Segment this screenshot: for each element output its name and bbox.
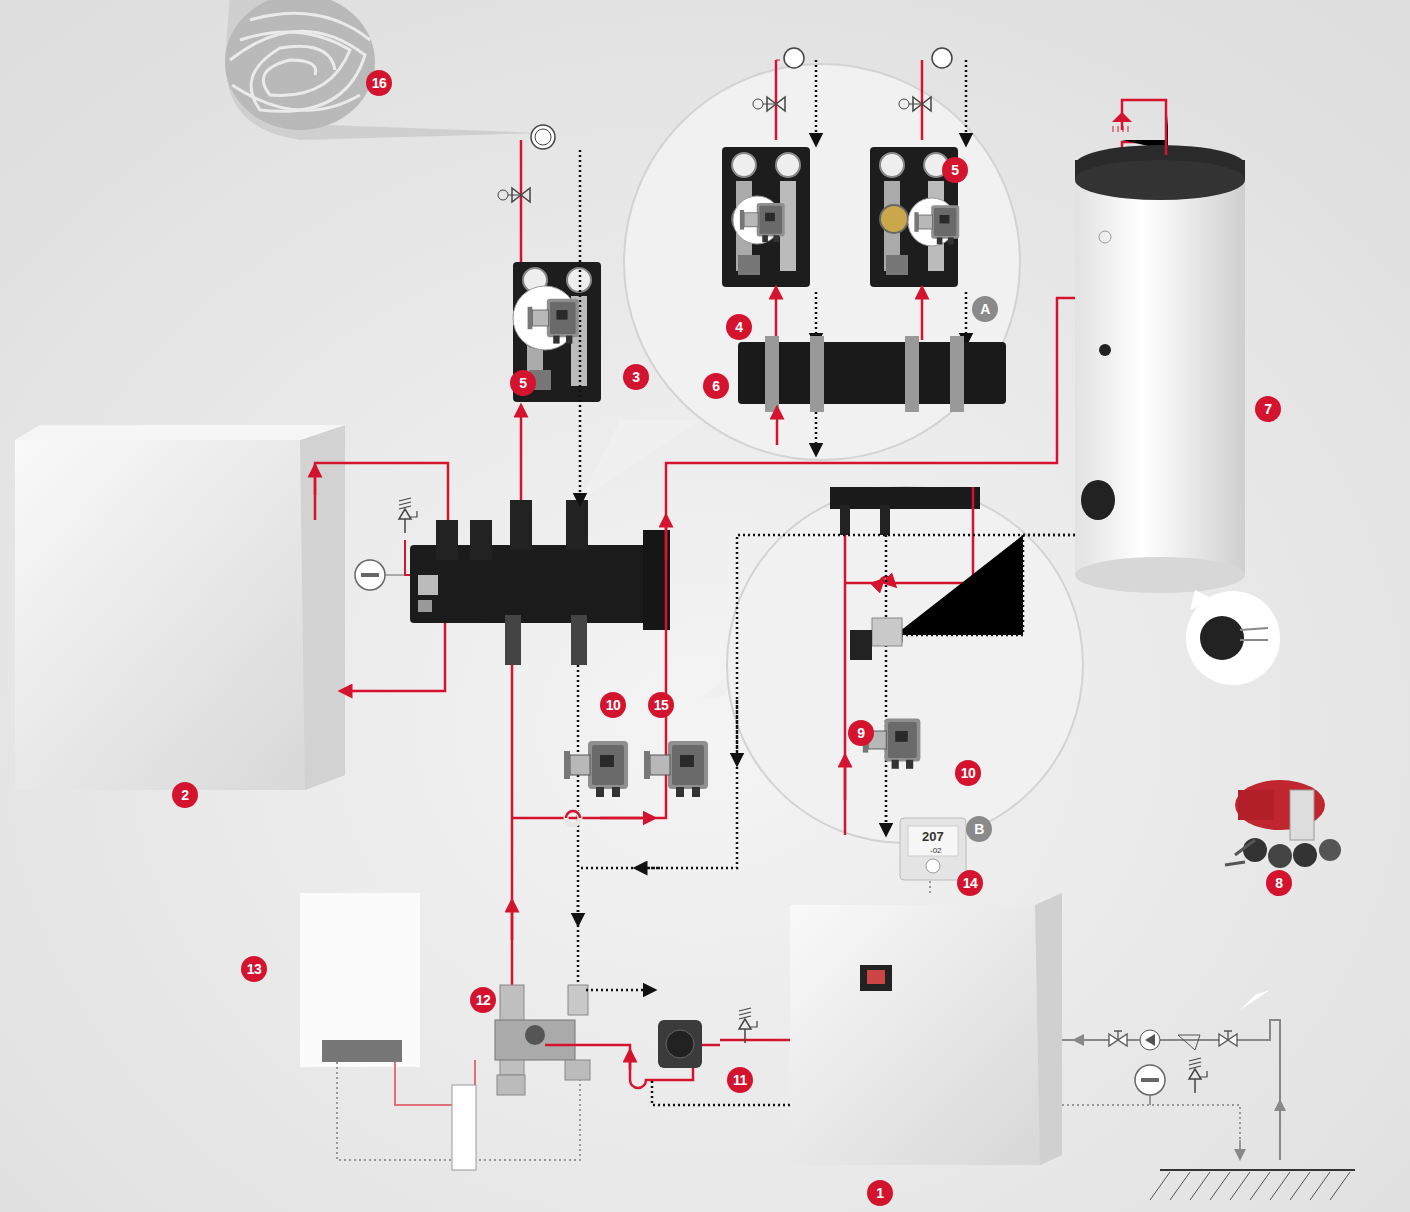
callout-number: 4 <box>726 314 752 340</box>
boiler-connection <box>300 893 790 1170</box>
callout-number: 8 <box>1266 870 1292 896</box>
callout-number: A <box>972 296 998 322</box>
floor-heating-bubble <box>225 0 540 140</box>
callout-number: 2 <box>172 782 198 808</box>
callout-number: 9 <box>848 720 874 746</box>
callout-number: 15 <box>648 692 674 718</box>
callout-number: 5 <box>510 370 536 396</box>
callout-number: 3 <box>623 364 649 390</box>
callout-number: 10 <box>600 692 626 718</box>
display-reading: -02 <box>930 846 942 855</box>
distribution-zoom-bubble <box>580 48 1020 500</box>
display-reading: 207 <box>922 829 944 844</box>
callout-number: 11 <box>727 1067 753 1093</box>
callout-number: B <box>966 816 992 842</box>
callout-number: 7 <box>1255 396 1281 422</box>
callout-number: 13 <box>241 956 267 982</box>
callout-number: 16 <box>366 70 392 96</box>
heat-generator-unit <box>15 425 345 790</box>
hydraulic-manifold <box>315 463 670 691</box>
callout-number: 5 <box>942 157 968 183</box>
heat-pump-unit <box>790 780 1355 1200</box>
callout-number: 10 <box>955 760 981 786</box>
callout-number: 12 <box>470 987 496 1013</box>
callout-number: 14 <box>957 870 983 896</box>
hot-water-cylinder <box>1075 100 1280 685</box>
pipework <box>512 298 1075 990</box>
callout-number: 6 <box>703 373 729 399</box>
mixing-station <box>498 125 601 500</box>
callout-number: 1 <box>867 1180 893 1206</box>
cylinder-loading-zoom-bubble <box>700 487 1083 843</box>
